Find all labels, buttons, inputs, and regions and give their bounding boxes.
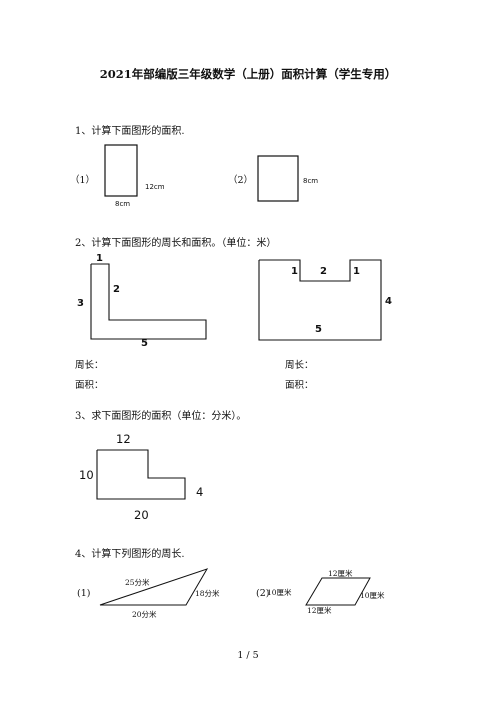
q1-figure-1-mark: （1）	[70, 175, 96, 186]
question-3-text: 3、求下面图形的面积（单位：分米）。	[75, 411, 247, 422]
q2-right-bottom-label: 5	[315, 324, 322, 335]
q2-right-top-right-label: 1	[353, 266, 360, 277]
q2-left-inner-label: 2	[113, 284, 120, 295]
q2-right-perimeter-label: 周长：	[285, 360, 314, 371]
q1-fig1-bottom-label: 8cm	[115, 200, 131, 208]
q4-fig2-right-label: 10厘米	[360, 591, 385, 600]
q3-bottom-label: 20	[134, 508, 149, 522]
q4-figure-1-mark: (1)	[77, 588, 91, 599]
q2-left-area-label: 面积：	[75, 380, 104, 391]
page-number: 1 / 5	[237, 650, 259, 661]
question-1-text: 1、计算下面图形的面积.	[75, 126, 185, 137]
q4-fig1-hyp-label: 25分米	[125, 578, 150, 587]
q2-left-top-label: 1	[96, 253, 103, 264]
q3-left-label: 10	[79, 468, 94, 482]
question-2-text: 2、计算下面图形的周长和面积。（单位：米）	[75, 238, 277, 249]
q4-fig1-base-label: 20分米	[132, 610, 157, 619]
q1-figure-2-mark: （2）	[228, 175, 254, 186]
q2-right-top-left-label: 1	[291, 266, 298, 277]
q4-figure-2-mark: (2)	[256, 588, 270, 599]
q3-right-label: 4	[196, 485, 204, 499]
q2-right-top-mid-label: 2	[320, 266, 327, 277]
q2-left-side-label: 3	[77, 298, 84, 309]
question-4-text: 4、计算下列图形的周长.	[75, 549, 185, 560]
page-title: 2021年部编版三年级数学（上册）面积计算（学生专用）	[99, 67, 397, 81]
q4-fig2-bottom-label: 12厘米	[307, 606, 332, 615]
q2-left-bottom-label: 5	[141, 338, 148, 349]
q2-right-side-label: 4	[385, 296, 392, 307]
q2-right-area-label: 面积：	[285, 380, 314, 391]
q1-fig1-side-label: 12cm	[145, 183, 165, 191]
q4-fig1-side-label: 18分米	[195, 589, 220, 598]
q4-fig2-top-label: 12厘米	[328, 569, 353, 578]
q3-top-label: 12	[116, 432, 131, 446]
q2-left-perimeter-label: 周长：	[75, 360, 104, 371]
q1-fig2-side-label: 8cm	[303, 177, 319, 185]
q4-fig2-left-label: 10厘米	[267, 588, 292, 597]
